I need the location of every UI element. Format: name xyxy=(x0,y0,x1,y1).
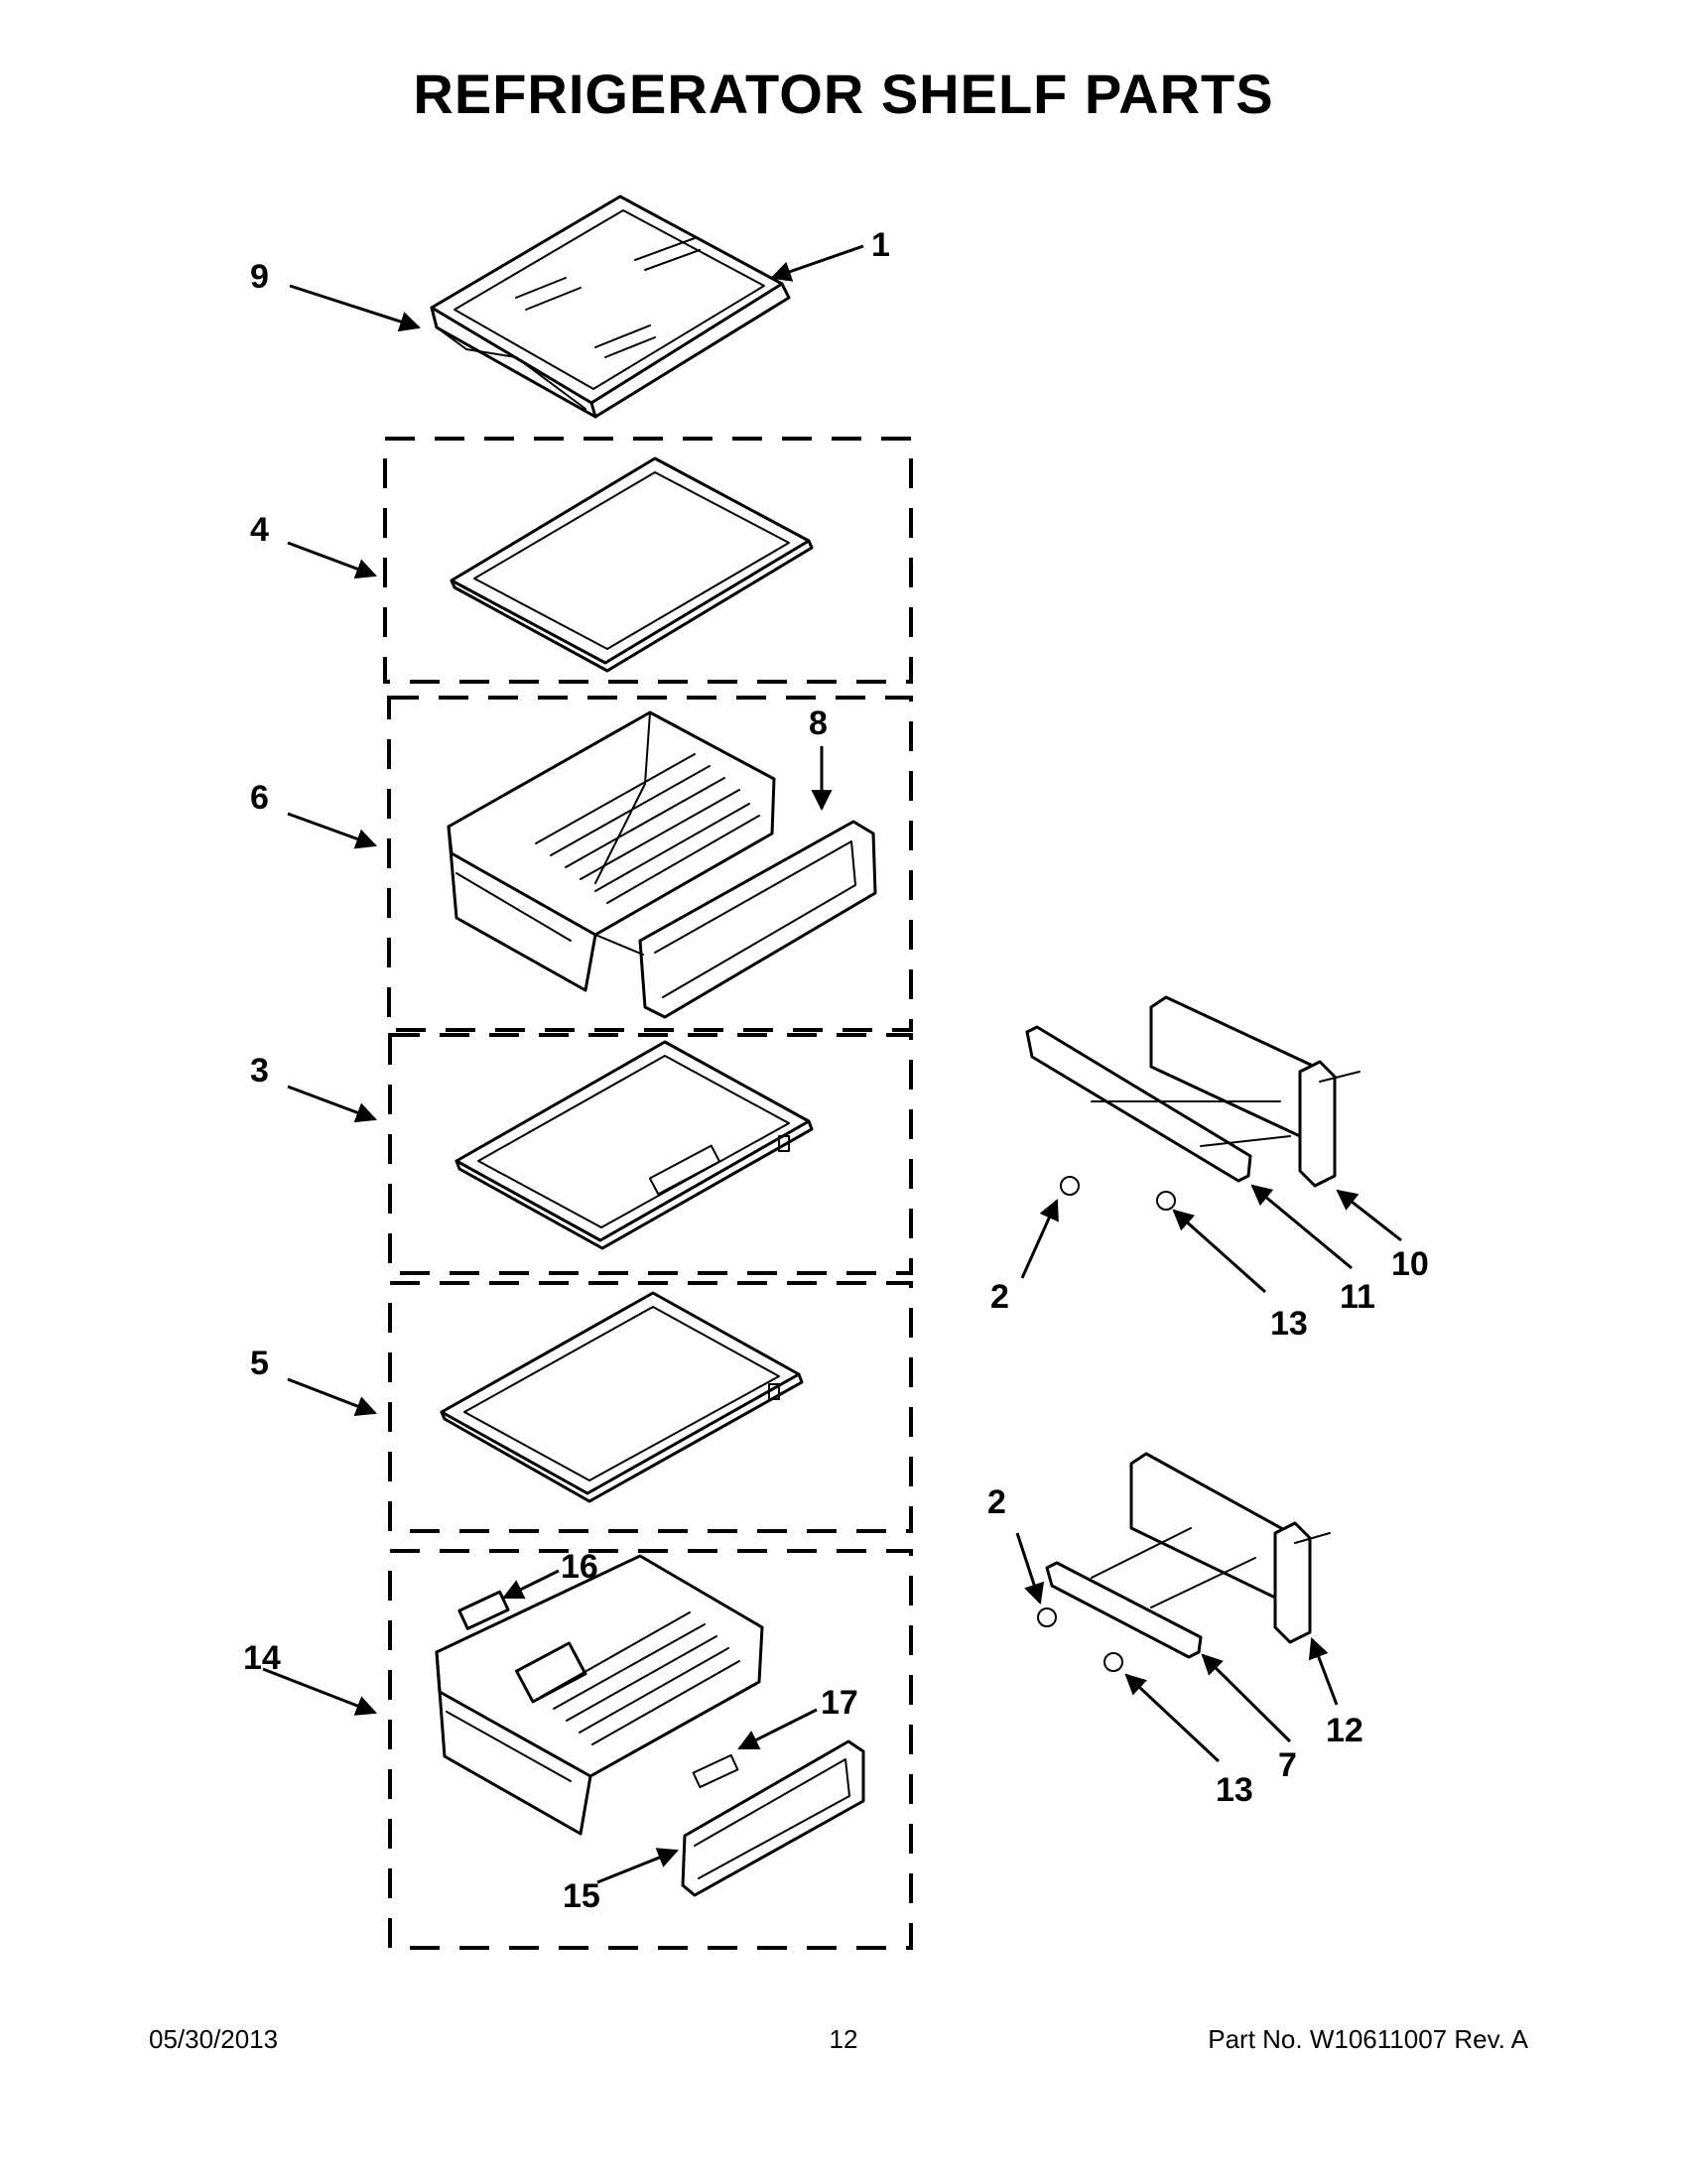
crisper-drawer-part-14 xyxy=(435,1554,764,1836)
callout-numbers: 1 9 4 8 6 3 5 16 14 17 15 2 13 11 10 2 1… xyxy=(243,226,1429,1915)
callout-8: 8 xyxy=(809,705,828,742)
callout-16: 16 xyxy=(561,1548,598,1586)
crisper-drawer-part-6 xyxy=(447,710,776,992)
group-box-3 xyxy=(388,1033,913,1275)
dashed-group-boxes xyxy=(383,437,913,1950)
crisper-front-part-8 xyxy=(594,820,877,1019)
shelf-part-5 xyxy=(440,1291,804,1503)
slide-assembly-lower xyxy=(1037,1452,1331,1672)
shelf-part-4 xyxy=(450,456,814,673)
callout-10: 10 xyxy=(1391,1245,1429,1283)
shelf-part-3 xyxy=(454,1040,814,1250)
callout-13-lower: 13 xyxy=(1216,1771,1253,1809)
callout-17: 17 xyxy=(821,1684,858,1722)
callout-7: 7 xyxy=(1278,1746,1297,1784)
humidity-control-part-17 xyxy=(692,1753,739,1789)
group-box-5 xyxy=(388,1281,913,1533)
footer-page-number: 12 xyxy=(829,2024,858,2054)
group-box-4 xyxy=(383,437,913,684)
callout-6: 6 xyxy=(250,779,269,817)
callout-14: 14 xyxy=(243,1639,281,1677)
callout-4: 4 xyxy=(250,511,269,549)
callout-3: 3 xyxy=(250,1052,269,1090)
callout-9: 9 xyxy=(250,258,269,296)
callout-leaders xyxy=(262,244,1402,1884)
callout-1: 1 xyxy=(871,226,890,264)
footer-part-number: Part No. W10611007 Rev. A xyxy=(1208,2024,1528,2054)
group-box-14 xyxy=(388,1549,913,1950)
crisper-front-part-15 xyxy=(681,1739,865,1897)
callout-12: 12 xyxy=(1326,1712,1363,1749)
callout-15: 15 xyxy=(563,1877,600,1915)
callout-2-upper: 2 xyxy=(990,1278,1009,1316)
callout-11: 11 xyxy=(1340,1278,1375,1316)
top-glass-shelf xyxy=(430,194,791,419)
slide-assembly-upper xyxy=(1025,995,1361,1211)
callout-5: 5 xyxy=(250,1345,269,1382)
page-title: REFRIGERATOR SHELF PARTS xyxy=(413,63,1274,125)
callout-2-lower: 2 xyxy=(987,1483,1006,1521)
group-box-6 xyxy=(387,696,913,1032)
footer-date: 05/30/2013 xyxy=(149,2024,279,2054)
callout-13-upper: 13 xyxy=(1270,1305,1308,1343)
humidity-slide-part-16 xyxy=(457,1590,510,1630)
